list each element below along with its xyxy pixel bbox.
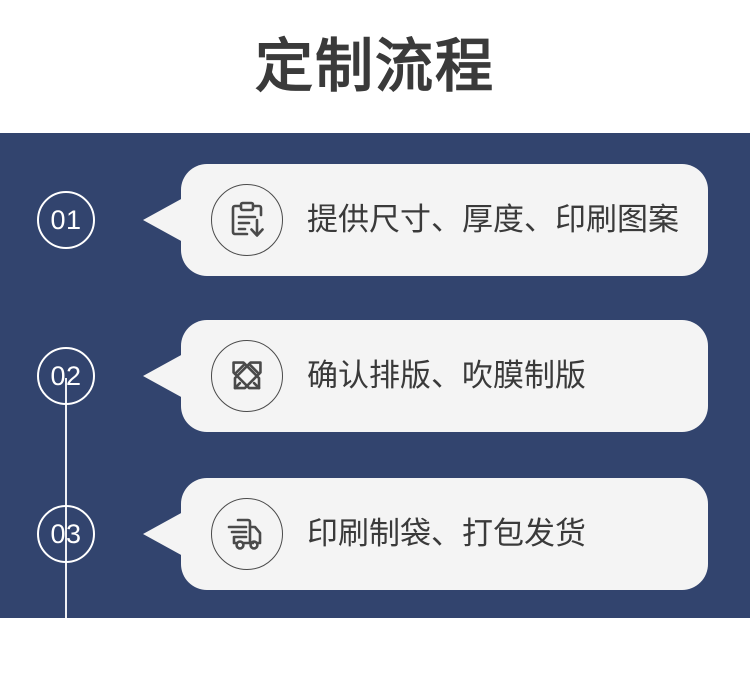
- crossed-pencils-icon: [211, 340, 283, 412]
- step-card-1[interactable]: 提供尺寸、厚度、印刷图案: [181, 164, 708, 276]
- process-step-3: 03 印刷制袋、打包发货: [0, 478, 750, 590]
- process-panel: 01 提供尺寸、厚度、印刷图案 02: [0, 133, 750, 640]
- clipboard-download-icon: [211, 184, 283, 256]
- card-pointer-arrow: [143, 198, 183, 242]
- step-number-label: 02: [50, 360, 82, 391]
- card-pointer-arrow: [143, 354, 183, 398]
- step-label-3: 印刷制袋、打包发货: [307, 515, 586, 551]
- step-number-badge-1: 01: [37, 191, 95, 249]
- step-number-badge-2: 02: [37, 347, 95, 405]
- step-label-1: 提供尺寸、厚度、印刷图案: [307, 201, 679, 237]
- delivery-truck-icon: [211, 498, 283, 570]
- process-step-2: 02 确认排版、吹膜制版: [0, 320, 750, 432]
- step-number-badge-3: 03: [37, 505, 95, 563]
- step-label-2: 确认排版、吹膜制版: [307, 357, 586, 393]
- step-card-3[interactable]: 印刷制袋、打包发货: [181, 478, 708, 590]
- page-title: 定制流程: [254, 33, 495, 99]
- page-header: 定制流程: [0, 0, 750, 133]
- process-step-1: 01 提供尺寸、厚度、印刷图案: [0, 164, 750, 276]
- step-card-2[interactable]: 确认排版、吹膜制版: [181, 320, 708, 432]
- card-pointer-arrow: [143, 512, 183, 556]
- step-number-label: 01: [50, 204, 82, 235]
- step-number-label: 03: [50, 518, 82, 549]
